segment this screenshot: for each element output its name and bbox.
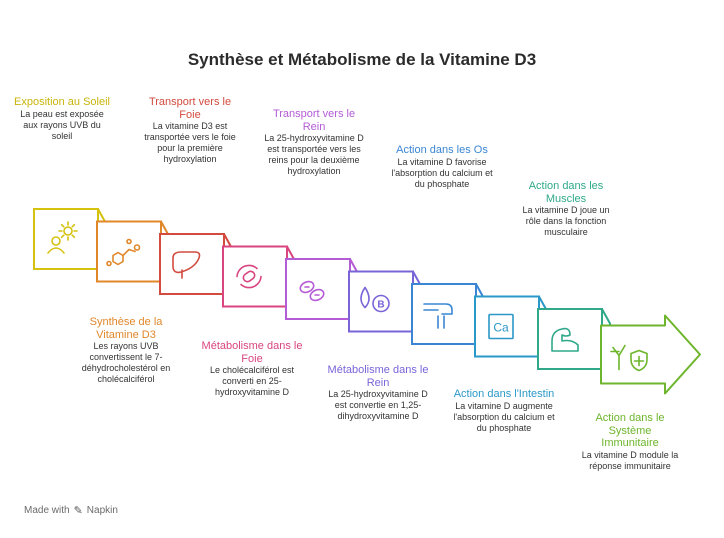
step-label-9: Action dans les Muscles La vitamine D jo… (514, 180, 618, 238)
step-description: La vitamine D joue un rôle dans la fonct… (522, 205, 610, 237)
step-description: La vitamine D module la réponse immunita… (581, 449, 679, 471)
step-heading: Transport vers le Rein (272, 108, 356, 133)
step-label-8: Action dans l'Intestin La vitamine D aug… (452, 388, 556, 434)
immune-shield-icon (610, 344, 648, 372)
step-description: La vitamine D3 est transportée vers le f… (144, 121, 236, 164)
brand-name: Napkin (86, 505, 118, 516)
step-label-7: Action dans les Os La vitamine D favoris… (390, 144, 494, 190)
step-panel-7 (411, 283, 485, 358)
svg-text:B: B (377, 300, 384, 311)
kidney-icon (299, 280, 325, 302)
step-panel-8: Ca (474, 295, 548, 370)
step-panel-10 (600, 314, 701, 395)
step-label-4: Métabolisme dans le Foie Le cholécalcifé… (200, 340, 304, 398)
step-panel-2 (96, 220, 170, 295)
step-panel-6: B (348, 270, 422, 345)
molecule-icon (106, 238, 141, 267)
step-panel-3 (159, 233, 233, 308)
step-panel-4 (222, 245, 296, 320)
pill-cycle-icon (236, 264, 262, 289)
step-heading: Action dans les Muscles (528, 180, 604, 205)
calcium-icon: Ca (488, 313, 514, 340)
vitamin-b-icon: B (360, 286, 390, 313)
step-description: Le cholécalciférol est converti en 25-hy… (209, 365, 295, 397)
step-description: La 25-hydroxyvitamine D est convertie en… (328, 389, 428, 421)
step-label-6: Métabolisme dans le Rein La 25-hydroxyvi… (326, 364, 430, 422)
step-label-1: Exposition au Soleil La peau est exposée… (14, 96, 110, 142)
svg-text:Ca: Ca (493, 321, 509, 335)
step-heading: Métabolisme dans le Rein (327, 364, 429, 389)
sun-person-icon (47, 221, 78, 254)
step-heading: Métabolisme dans le Foie (201, 340, 303, 365)
page-title: Synthèse et Métabolisme de la Vitamine D… (187, 50, 537, 69)
napkin-logo-icon: ✎ (73, 505, 83, 517)
step-panel-1 (33, 208, 107, 283)
step-description: La vitamine D augmente l'absorption du c… (453, 400, 555, 433)
step-description: Les rayons UVB convertissent le 7-déhydr… (81, 341, 171, 384)
step-panel-5 (285, 258, 359, 333)
step-label-5: Transport vers le Rein La 25-hydroxyvita… (262, 108, 366, 177)
step-heading: Exposition au Soleil (14, 96, 111, 108)
made-with-text: Made with (24, 505, 70, 516)
made-with-napkin: Made with ✎ Napkin (24, 504, 118, 517)
step-heading: Transport vers le Foie (148, 96, 232, 121)
step-heading: Synthèse de la Vitamine D3 (89, 316, 163, 341)
step-description: La 25-hydroxyvitamine D est transportée … (264, 133, 364, 176)
step-heading: Action dans les Os (396, 144, 488, 156)
step-label-3: Transport vers le Foie La vitamine D3 es… (138, 96, 242, 165)
step-heading: Action dans le Système Immunitaire (595, 412, 665, 449)
step-panel-9 (537, 308, 611, 383)
bone-joint-icon (423, 303, 453, 329)
step-label-2: Synthèse de la Vitamine D3 Les rayons UV… (72, 316, 180, 385)
step-description: La peau est exposée aux rayons UVB du so… (20, 108, 104, 141)
step-label-10: Action dans le Système Immunitaire La vi… (580, 412, 680, 472)
liver-icon (172, 251, 201, 279)
muscle-icon (551, 327, 579, 352)
step-description: La vitamine D favorise l'absorption du c… (391, 156, 493, 189)
step-heading: Action dans l'Intestin (453, 388, 555, 400)
